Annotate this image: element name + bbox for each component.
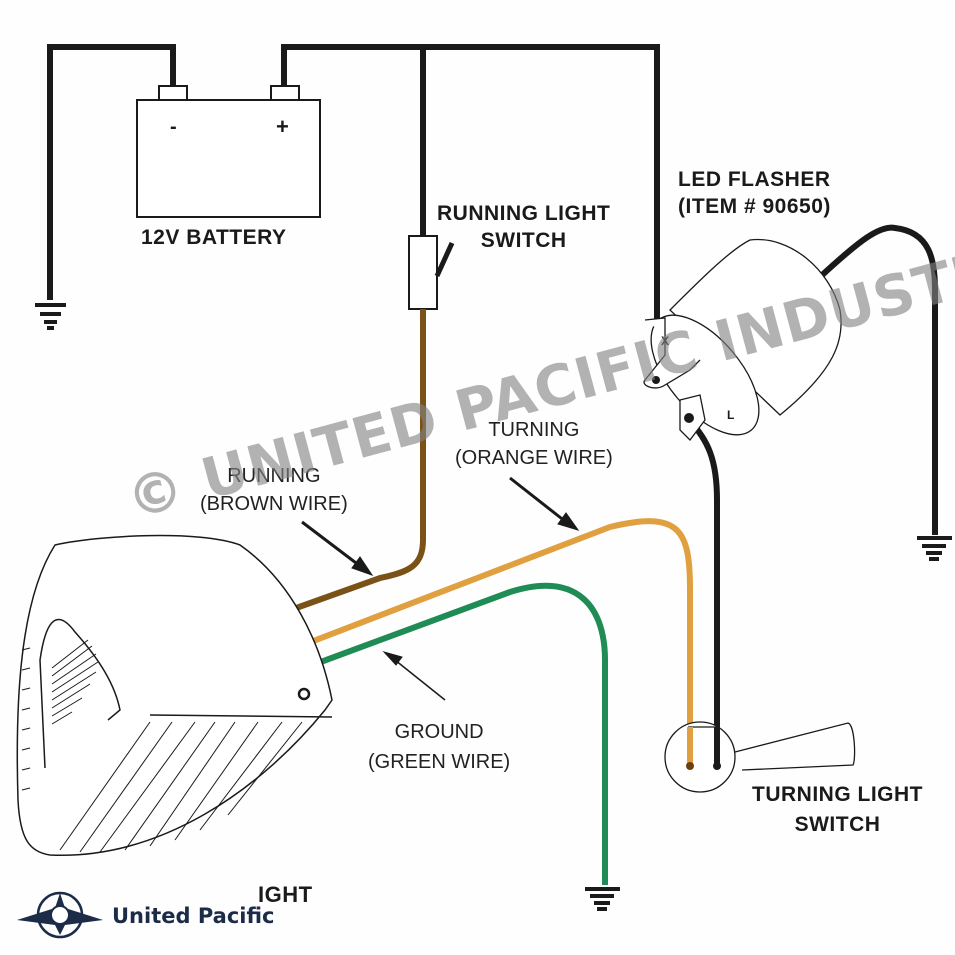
ground-wire-label: GROUND (GREEN WIRE) [368, 717, 510, 777]
turning-light-switch-label: TURNING LIGHT SWITCH [752, 780, 923, 840]
brown-wire [283, 309, 426, 615]
turning-switch-label-line1: TURNING LIGHT [752, 783, 923, 806]
battery-label: 12V BATTERY [141, 226, 287, 249]
turning-wire-label: TURNING (ORANGE WIRE) [455, 416, 613, 472]
flasher-label-line2: (ITEM # 90650) [678, 195, 831, 218]
running-light-switch [408, 235, 455, 310]
running-switch-label-line2: SWITCH [480, 229, 567, 252]
battery-negative-sign: - [170, 116, 178, 138]
turning-wire-label-line1: TURNING [488, 419, 580, 441]
flasher-terminal-x: X [661, 334, 670, 348]
turn-switch-terminal-black [713, 762, 721, 770]
running-wire-label-line1: RUNNING [227, 465, 321, 487]
battery [136, 85, 321, 218]
flasher-label-line1: LED FLASHER [678, 168, 831, 191]
battery-positive-wire [281, 44, 660, 345]
running-light-switch-label: RUNNING LIGHT SWITCH [437, 200, 610, 254]
ground-arrow [394, 659, 446, 701]
turning-wire-label-line2: (ORANGE WIRE) [455, 447, 613, 469]
running-switch-label-line1: RUNNING LIGHT [437, 202, 611, 225]
ground-symbol-light [585, 887, 620, 911]
flasher-terminal-l: L [727, 408, 735, 422]
running-wire-label-line2: (BROWN WIRE) [200, 493, 348, 515]
united-pacific-logo-text: United Pacific [112, 904, 275, 928]
battery-positive-sign: + [276, 114, 290, 139]
flasher-ground-wire [817, 224, 938, 535]
turn-switch-terminal-orange [686, 762, 694, 770]
flasher-terminal-x-dot [652, 376, 660, 384]
ground-wire-label-line1: GROUND [394, 721, 484, 743]
marker-light [16, 534, 333, 856]
orange-wire [301, 518, 693, 765]
turning-arrow [509, 476, 567, 524]
united-pacific-logo-icon [17, 891, 103, 939]
led-flasher-label: LED FLASHER (ITEM # 90650) [678, 166, 831, 220]
ground-wire-label-line2: (GREEN WIRE) [368, 751, 511, 773]
ground-symbol-battery [35, 303, 66, 330]
flasher-terminal-l-dot [684, 413, 694, 423]
flasher-to-turn-switch-wire [686, 417, 720, 765]
green-wire [316, 582, 608, 885]
light-label-partial: IGHT [258, 882, 313, 907]
led-flasher [643, 238, 842, 441]
battery-negative-wire [47, 44, 176, 300]
running-wire-label: RUNNING (BROWN WIRE) [200, 462, 348, 518]
turning-switch-label-line2: SWITCH [794, 813, 881, 836]
ground-symbol-flasher [917, 536, 952, 561]
running-arrow [301, 520, 361, 568]
